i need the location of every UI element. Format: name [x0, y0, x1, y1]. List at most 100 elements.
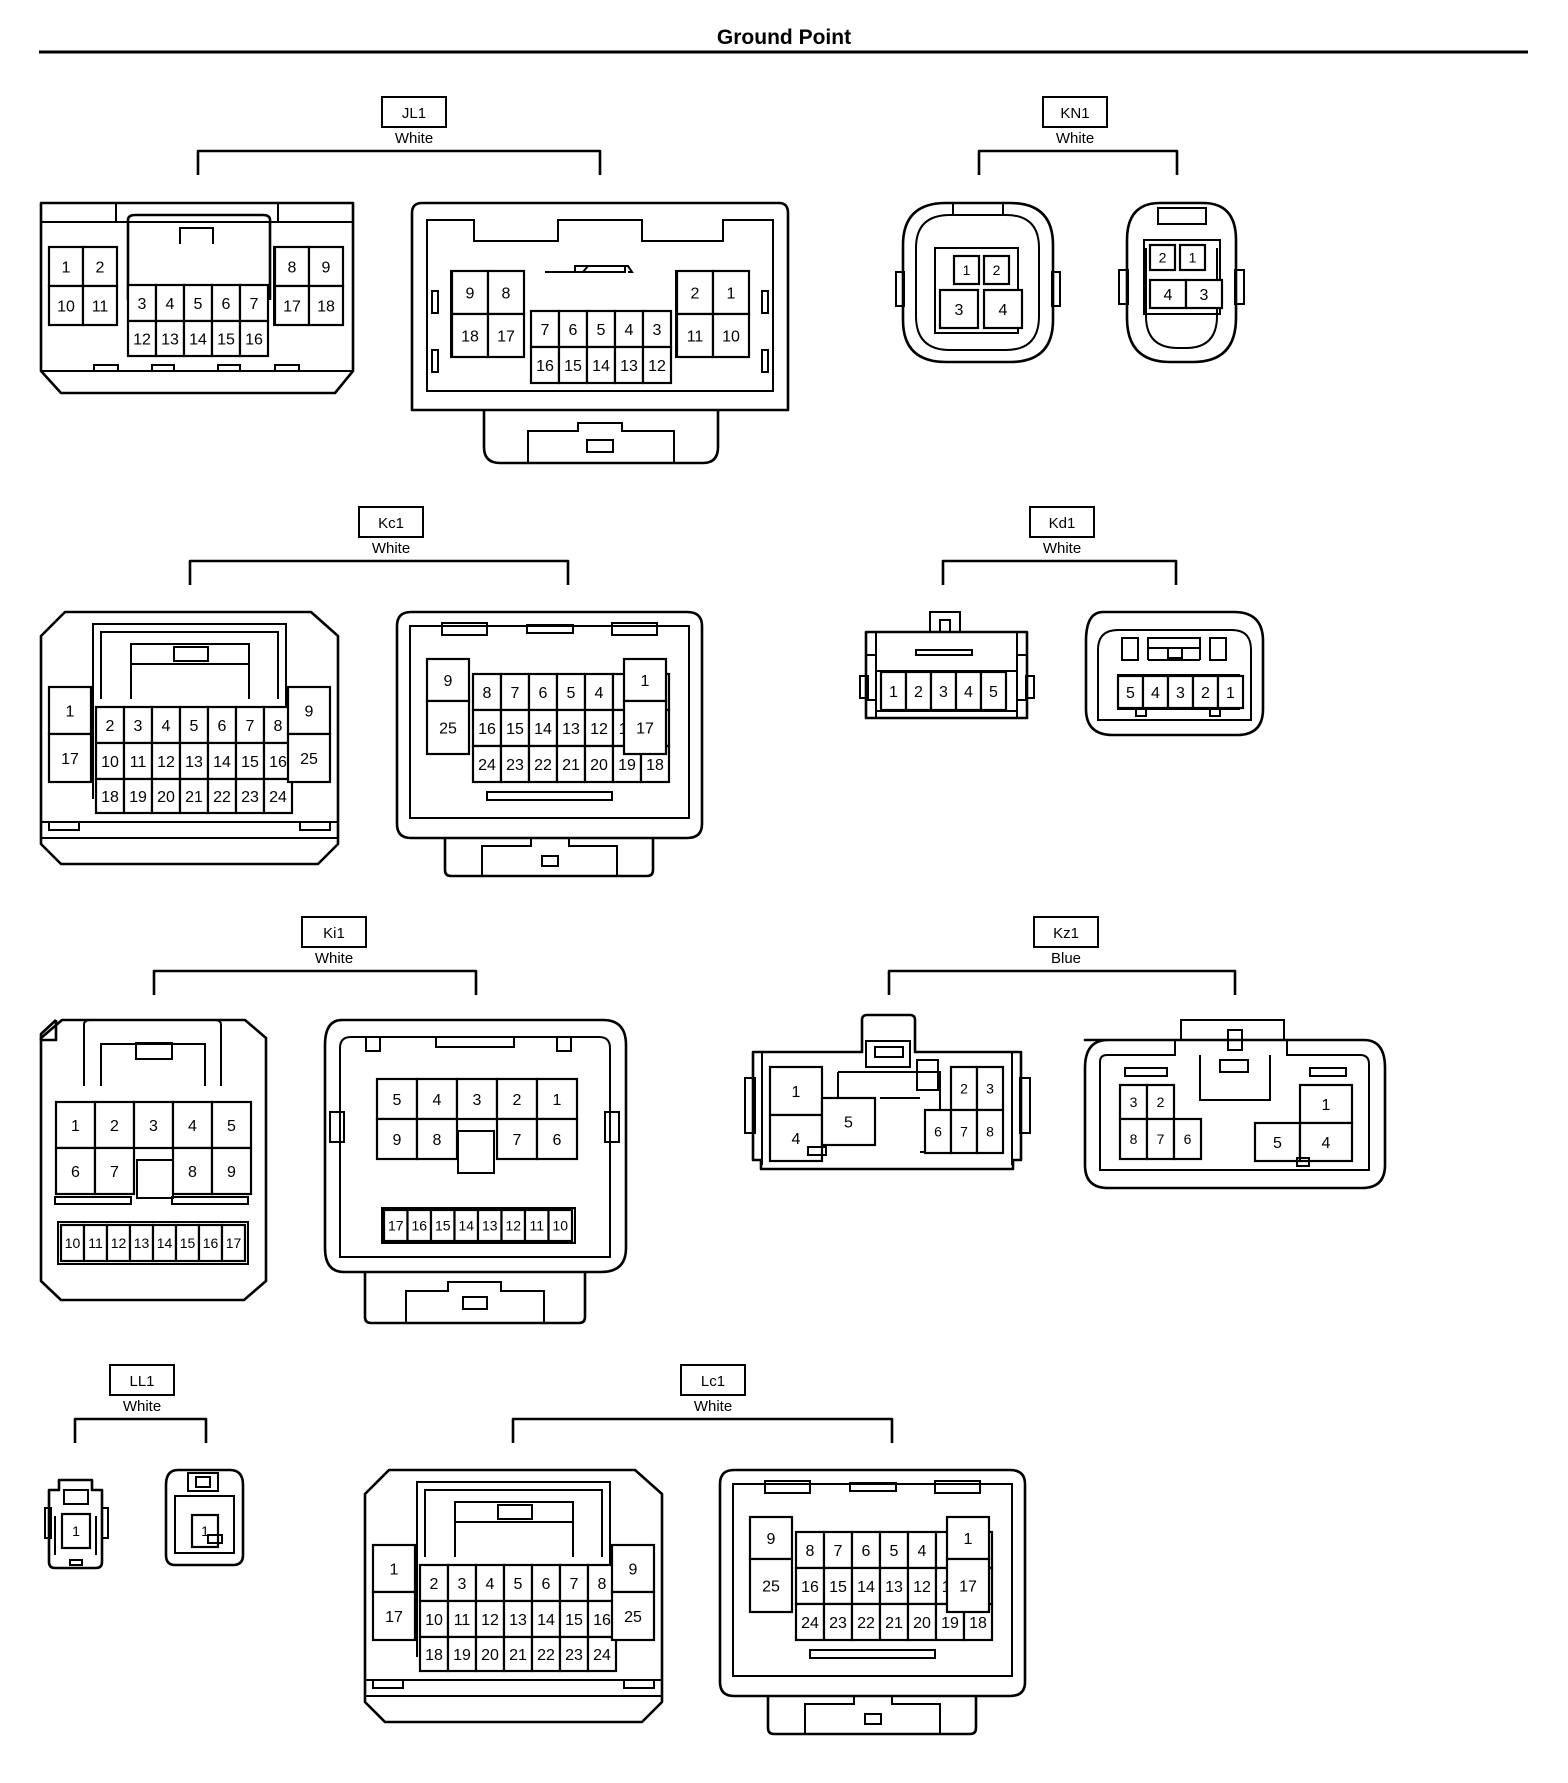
housing-part	[431, 290, 439, 314]
kc1-pin-cell	[555, 708, 587, 748]
housing-part	[934, 1480, 981, 1494]
lc1-color: White	[694, 1398, 732, 1415]
kz1-pin: 6	[1184, 1131, 1192, 1147]
kz1-pin: 1	[792, 1084, 801, 1101]
housing-outline	[915, 214, 1040, 351]
housing-part	[1219, 1059, 1249, 1073]
lc1-pin: 4	[918, 1543, 927, 1560]
ll1-code-box	[109, 1364, 175, 1396]
housing-outline	[454, 1501, 574, 1557]
housing-outline	[732, 1483, 1013, 1677]
jl1-pin: 5	[194, 296, 203, 313]
kz1-bracket	[887, 969, 1237, 995]
housing-outline	[761, 1052, 1013, 1165]
lc1-pin: 11	[454, 1612, 471, 1629]
kc1-pin: 5	[190, 718, 199, 735]
kn1-bracket	[977, 149, 1179, 175]
ki1-bracket	[152, 969, 478, 995]
kc1-bracket	[188, 559, 570, 585]
kn1-code: KN1	[1060, 105, 1089, 122]
housing-outline	[115, 203, 279, 222]
jl1-pin-cell	[486, 312, 526, 359]
kc1-pin: 1	[641, 673, 650, 690]
housing-outline	[363, 1468, 664, 1724]
kd1-pin: 3	[1176, 685, 1185, 702]
housing-outline	[100, 631, 279, 699]
ki1-pin: 16	[203, 1235, 219, 1251]
housing-outline	[405, 1281, 545, 1323]
ki1-pin: 14	[157, 1235, 173, 1251]
jl1-pin-cell	[273, 284, 311, 327]
housing-part	[1135, 708, 1147, 717]
jl1-pin-cell	[126, 319, 158, 358]
kn1-pin: 3	[955, 302, 964, 319]
kz1-pin: 5	[1273, 1135, 1282, 1152]
lc1-pin: 19	[941, 1615, 959, 1632]
kd1-pin-cell	[879, 670, 908, 712]
kc1-pin-cell	[622, 657, 668, 703]
lc1-pin: 20	[913, 1615, 931, 1632]
lc1-pin: 13	[885, 1579, 903, 1596]
housing-outline	[1097, 629, 1252, 721]
ll1-pin-cell	[60, 1512, 92, 1550]
lc1-pin: 14	[857, 1579, 875, 1596]
housing-part	[1147, 637, 1201, 649]
lc1-pin: 21	[885, 1615, 903, 1632]
jl1-pin-cell	[711, 269, 751, 316]
lc1-pin: 7	[834, 1543, 843, 1560]
kn1-pin: 1	[1189, 250, 1197, 266]
jl1-pin-cell	[307, 284, 345, 327]
kc1-pin-cell	[425, 657, 471, 703]
kc1-pin: 16	[478, 721, 496, 738]
housing-part	[864, 1713, 882, 1725]
kn1-pin-cell	[1184, 278, 1224, 310]
ki1-pin: 17	[388, 1218, 404, 1234]
housing-part	[764, 1480, 811, 1494]
housing-part	[1157, 207, 1207, 225]
lc1-pin-cell	[558, 1635, 590, 1673]
housing-outline	[866, 654, 1027, 701]
housing-part	[431, 349, 439, 373]
lc1-pin-cell	[610, 1590, 656, 1642]
housing-part	[381, 1207, 576, 1244]
lc1-pin-cell	[502, 1635, 534, 1673]
ki1-pin: 14	[458, 1218, 474, 1234]
housing-outline	[751, 1013, 1023, 1171]
kz1-pin: 2	[1157, 1094, 1165, 1110]
ki1-code-box	[301, 916, 367, 948]
ki1-pin-cell	[455, 1077, 499, 1121]
ll1-pin: 1	[72, 1523, 80, 1539]
jl1-pin: 2	[96, 260, 105, 277]
kz1-code-box	[1033, 916, 1099, 948]
housing-part	[497, 1504, 533, 1520]
housing-outline	[395, 610, 704, 840]
lc1-pin-cell	[794, 1602, 826, 1642]
housing-part	[457, 1130, 495, 1174]
housing-part	[929, 611, 961, 633]
jl1-pin-cell	[585, 309, 617, 349]
kn1-pin: 2	[1159, 250, 1167, 266]
lc1-pin: 5	[514, 1576, 523, 1593]
kc1-pin: 10	[101, 754, 119, 771]
lc1-pin: 24	[801, 1615, 819, 1632]
ki1-pin: 9	[227, 1164, 236, 1181]
lc1-pin: 9	[767, 1531, 776, 1548]
jl1-bracket	[196, 149, 602, 175]
housing-part	[1019, 1077, 1031, 1134]
jl1-pin: 8	[288, 260, 297, 277]
ll1-pin-cell	[190, 1513, 220, 1549]
ki1-pin: 8	[188, 1164, 197, 1181]
housing-part	[136, 1159, 174, 1199]
jl1-pin: 5	[597, 322, 606, 339]
ki1-pin: 1	[553, 1092, 562, 1109]
kc1-pin: 3	[134, 718, 143, 735]
ki1-pin-cell	[220, 1223, 247, 1263]
kz1-pin-cell	[975, 1065, 1005, 1112]
housing-part	[623, 1679, 655, 1689]
kc1-pin-cell	[471, 744, 503, 784]
housing-part	[151, 364, 175, 372]
lc1-pin-cell	[371, 1590, 417, 1642]
ki1-pin: 4	[188, 1118, 197, 1135]
